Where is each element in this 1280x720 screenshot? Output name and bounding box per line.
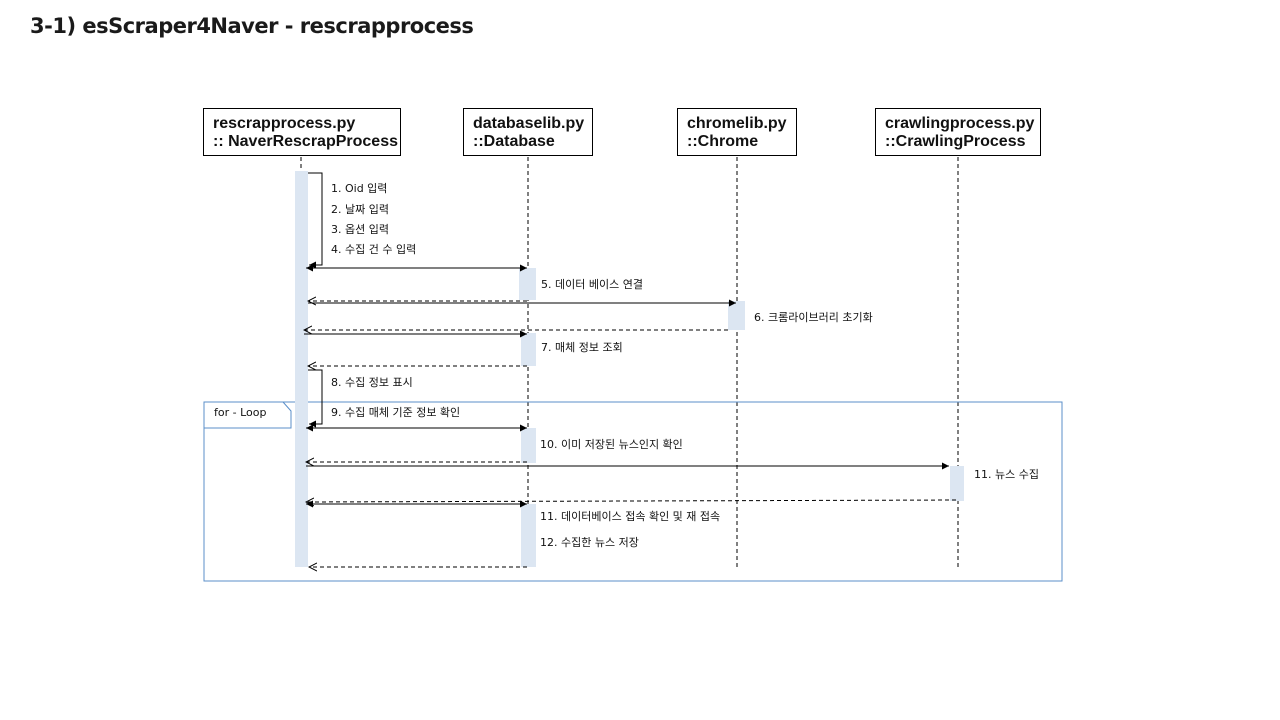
participant-crawlingprocess: crawlingprocess.py ::CrawlingProcess (875, 108, 1041, 156)
activation-databaselib-4 (521, 504, 536, 567)
self-call-display (308, 369, 323, 428)
participant-file: rescrapprocess.py (213, 115, 356, 132)
participant-class: :: NaverRescrapProcess (213, 133, 398, 150)
message-label: 12. 수집한 뉴스 저장 (540, 536, 639, 549)
participant-file: crawlingprocess.py (885, 115, 1035, 132)
activation-rescrapprocess (295, 171, 308, 567)
participant-class: ::CrawlingProcess (885, 133, 1026, 150)
return-arrow (306, 500, 957, 502)
message-label: 2. 날짜 입력 (331, 203, 389, 216)
participant-rescrapprocess: rescrapprocess.py :: NaverRescrapProcess (203, 108, 401, 156)
activation-chromelib (728, 301, 745, 330)
participant-file: chromelib.py (687, 115, 787, 132)
activation-databaselib-1 (519, 268, 536, 300)
message-label: 4. 수집 건 수 입력 (331, 243, 416, 256)
message-label: 11. 뉴스 수집 (974, 468, 1039, 481)
loop-label: for - Loop (214, 406, 266, 419)
participant-class: ::Chrome (687, 133, 759, 150)
activation-crawlingprocess (950, 466, 964, 501)
message-label: 6. 크롬라이브러리 초기화 (754, 311, 873, 324)
loop-label-box (204, 401, 292, 429)
slide-title: 3-1) esScraper4Naver - rescrapprocess (30, 14, 474, 38)
activation-databaselib-2 (521, 333, 536, 366)
message-label: 8. 수집 정보 표시 (331, 376, 413, 389)
message-label: 7. 매체 정보 조회 (541, 341, 623, 354)
self-call-inputs (308, 172, 323, 269)
participant-databaselib: databaselib.py ::Database (463, 108, 593, 156)
message-label: 5. 데이터 베이스 연결 (541, 278, 643, 291)
participant-chromelib: chromelib.py ::Chrome (677, 108, 797, 156)
loop-frame (203, 401, 1063, 582)
participant-file: databaselib.py (473, 115, 585, 132)
message-label: 11. 데이터베이스 접속 확인 및 재 접속 (540, 510, 720, 523)
participant-class: ::Database (473, 133, 555, 150)
message-label: 9. 수집 매체 기준 정보 확인 (331, 406, 460, 419)
message-label: 10. 이미 저장된 뉴스인지 확인 (540, 438, 683, 451)
message-label: 3. 옵션 입력 (331, 223, 389, 236)
message-label: 1. Oid 입력 (331, 182, 387, 195)
activation-databaselib-3 (521, 428, 536, 463)
